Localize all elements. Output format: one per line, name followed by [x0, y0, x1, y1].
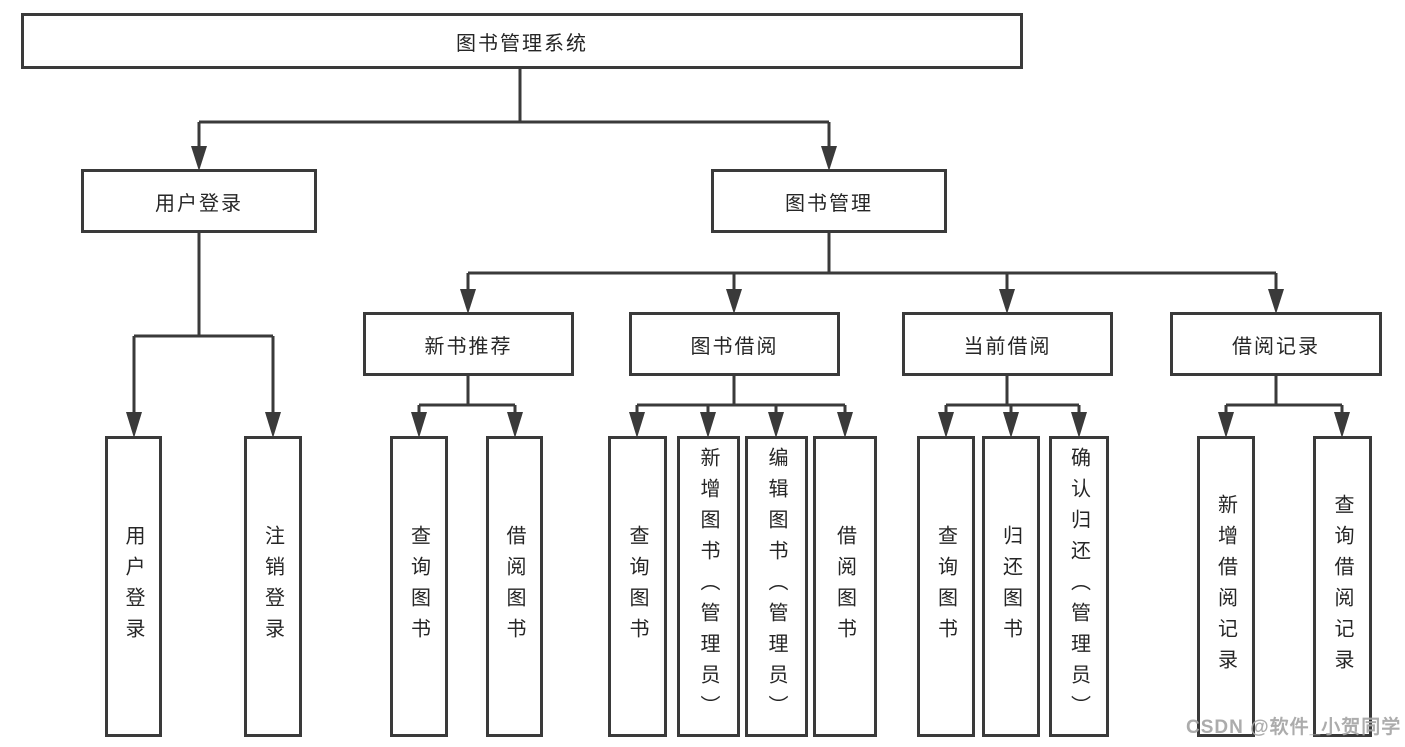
node-book-management-label: 图书管理 — [785, 192, 873, 215]
leaf-query-books-2-label: 查询图书 — [626, 524, 648, 649]
leaf-query-books-2: 查询图书 — [608, 436, 667, 737]
connector-book-borrow-branch — [629, 376, 853, 438]
leaf-edit-book-admin-label: 编辑图书（管理员） — [765, 447, 787, 726]
connector-root-to-level2 — [191, 69, 837, 171]
node-new-book-recommend: 新书推荐 — [363, 312, 574, 376]
arrow-down-icon — [265, 412, 281, 438]
arrow-down-icon — [460, 289, 476, 314]
node-user-login: 用户登录 — [81, 169, 317, 233]
node-user-login-label: 用户登录 — [155, 192, 243, 215]
node-borrow-records-label: 借阅记录 — [1232, 335, 1320, 358]
leaf-add-borrow-record: 新增借阅记录 — [1197, 436, 1255, 737]
arrow-down-icon — [821, 146, 837, 171]
leaf-confirm-return-admin-label: 确认归还（管理员） — [1067, 447, 1090, 726]
leaf-query-books-1-label: 查询图书 — [407, 524, 430, 649]
arrow-down-icon — [1334, 412, 1350, 438]
leaf-return-book-label: 归还图书 — [999, 524, 1022, 649]
node-new-book-recommend-label: 新书推荐 — [424, 335, 513, 358]
node-root: 图书管理系统 — [21, 13, 1023, 69]
arrow-down-icon — [999, 289, 1015, 314]
arrow-down-icon — [629, 412, 645, 438]
leaf-query-books-1: 查询图书 — [390, 436, 448, 737]
leaf-return-book: 归还图书 — [982, 436, 1040, 737]
arrow-down-icon — [1003, 412, 1019, 438]
connector-book-management-branch — [460, 233, 1284, 314]
node-book-borrow: 图书借阅 — [629, 312, 840, 376]
leaf-user-login: 用户登录 — [105, 436, 162, 737]
leaf-logout: 注销登录 — [244, 436, 302, 737]
leaf-logout-label: 注销登录 — [261, 524, 284, 649]
arrow-down-icon — [768, 412, 784, 438]
leaf-add-book-admin-label: 新增图书（管理员） — [697, 447, 719, 726]
arrow-down-icon — [700, 412, 716, 438]
arrow-down-icon — [726, 289, 742, 314]
arrow-down-icon — [411, 412, 427, 438]
arrow-down-icon — [191, 146, 207, 171]
arrow-down-icon — [126, 412, 142, 438]
leaf-borrow-books-2: 借阅图书 — [813, 436, 877, 737]
connector-user-login-branch — [126, 233, 281, 438]
arrow-down-icon — [507, 412, 523, 438]
arrow-down-icon — [1071, 412, 1087, 438]
leaf-query-books-3-label: 查询图书 — [934, 524, 957, 649]
leaf-add-book-admin: 新增图书（管理员） — [677, 436, 740, 737]
leaf-query-books-3: 查询图书 — [917, 436, 975, 737]
arrow-down-icon — [1218, 412, 1234, 438]
csdn-watermark: CSDN @软件_小贺同学 — [1186, 717, 1402, 738]
leaf-borrow-books-1-label: 借阅图书 — [503, 524, 525, 649]
leaf-borrow-books-2-label: 借阅图书 — [833, 524, 856, 649]
leaf-add-borrow-record-label: 新增借阅记录 — [1214, 493, 1237, 680]
leaf-confirm-return-admin: 确认归还（管理员） — [1049, 436, 1109, 737]
node-book-borrow-label: 图书借阅 — [690, 335, 779, 358]
leaf-query-borrow-record: 查询借阅记录 — [1313, 436, 1372, 737]
connector-borrow-records-branch — [1218, 376, 1350, 438]
arrow-down-icon — [1268, 289, 1284, 314]
node-current-borrow: 当前借阅 — [902, 312, 1113, 376]
leaf-borrow-books-1: 借阅图书 — [486, 436, 543, 737]
connector-current-borrow-branch — [938, 376, 1087, 438]
connector-new-book-branch — [411, 376, 523, 438]
leaf-query-borrow-record-label: 查询借阅记录 — [1331, 493, 1353, 680]
leaf-edit-book-admin: 编辑图书（管理员） — [745, 436, 808, 737]
arrow-down-icon — [938, 412, 954, 438]
node-book-management: 图书管理 — [711, 169, 947, 233]
node-current-borrow-label: 当前借阅 — [963, 335, 1052, 358]
node-borrow-records: 借阅记录 — [1170, 312, 1382, 376]
arrow-down-icon — [837, 412, 853, 438]
node-root-label: 图书管理系统 — [456, 32, 588, 55]
leaf-user-login-label: 用户登录 — [122, 524, 144, 649]
